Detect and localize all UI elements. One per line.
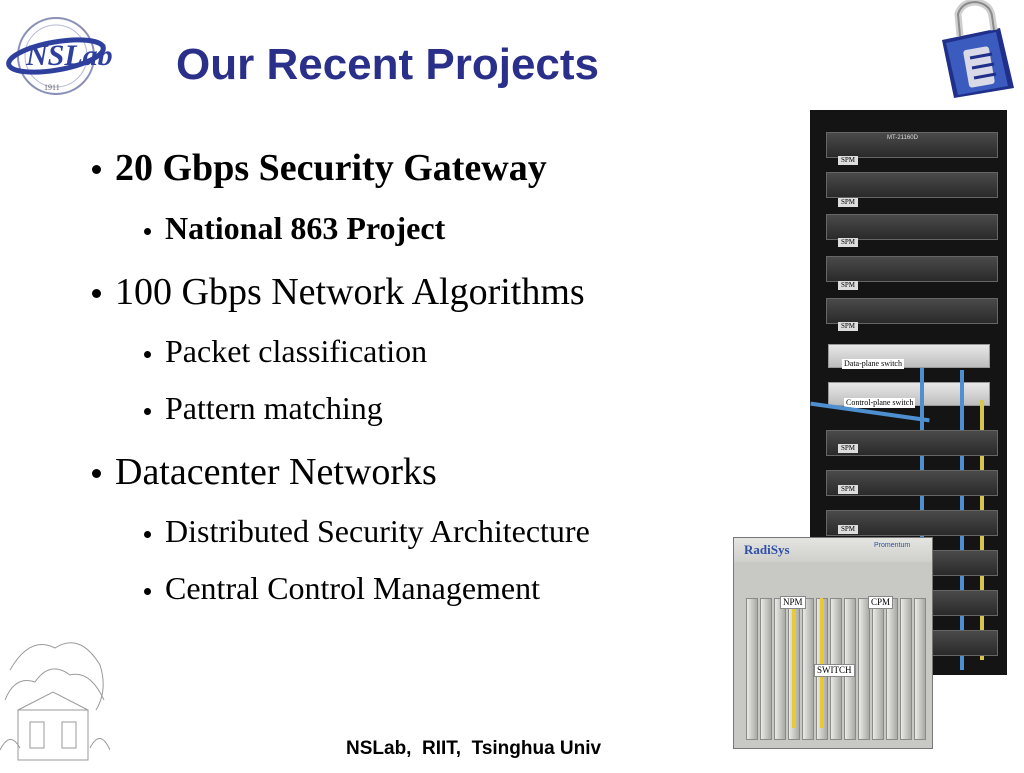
bullet-text: 100 Gbps Network Algorithms — [115, 271, 585, 313]
rack-model-label: MT-21160D — [887, 135, 918, 141]
chassis-slot — [886, 598, 898, 740]
bullet-text: 20 Gbps Security Gateway — [115, 147, 547, 189]
rack-device: MT-21160D — [826, 132, 998, 158]
slide-footer: NSLab, RIIT, Tsinghua Univ — [346, 738, 602, 759]
rack-device — [826, 298, 998, 324]
spm-label: SPM — [838, 238, 858, 247]
logo-year: 1911 — [44, 83, 60, 92]
bullet-dot — [144, 228, 151, 235]
subbullet-packet-classification: Packet classification — [144, 333, 427, 370]
bullet-text: National 863 Project — [165, 210, 446, 246]
promentum-brand: Promentum — [874, 542, 911, 549]
data-plane-label: Data-plane switch — [842, 359, 904, 369]
chassis-slot — [760, 598, 772, 740]
spm-label: SPM — [838, 322, 858, 331]
rack-device — [826, 510, 998, 536]
chassis-slot — [872, 598, 884, 740]
bullet-text: Pattern matching — [165, 390, 383, 426]
nslab-logo: NSLab 1911 — [4, 10, 114, 98]
spm-label: SPM — [838, 156, 858, 165]
bullet-datacenter-networks: Datacenter Networks — [92, 450, 437, 494]
chassis-slot — [858, 598, 870, 740]
radisys-brand: RadiSys — [744, 542, 790, 557]
padlock-icon — [932, 0, 1022, 100]
bullet-text: Distributed Security Architecture — [165, 513, 590, 549]
spm-label: SPM — [838, 444, 858, 453]
spm-label: SPM — [838, 198, 858, 207]
chassis-slot — [746, 598, 758, 740]
chassis-slot — [914, 598, 926, 740]
bullet-dot — [92, 469, 101, 478]
switch-label: SWITCH — [814, 664, 855, 677]
bullet-network-algorithms: 100 Gbps Network Algorithms — [92, 270, 585, 314]
chassis-slot — [802, 598, 814, 740]
network-cable — [820, 598, 823, 728]
spm-label: SPM — [838, 485, 858, 494]
spm-label: SPM — [838, 281, 858, 290]
bullet-text: Packet classification — [165, 333, 428, 369]
bullet-dot — [92, 289, 101, 298]
bullet-dot — [92, 165, 101, 174]
subbullet-pattern-matching: Pattern matching — [144, 390, 383, 427]
cpm-label: CPM — [868, 596, 894, 609]
subbullet-distributed-security: Distributed Security Architecture — [144, 513, 590, 550]
subbullet-central-control: Central Control Management — [144, 570, 540, 607]
chassis-slot — [774, 598, 786, 740]
bullet-text: Datacenter Networks — [115, 451, 437, 493]
chassis-slot — [900, 598, 912, 740]
atca-chassis-photo: RadiSys Promentum NPM CPM SWITCH — [733, 537, 933, 749]
rack-device — [826, 256, 998, 282]
bullet-text: Central Control Management — [165, 570, 541, 606]
bullet-dot — [144, 351, 151, 358]
slide-title: Our Recent Projects — [176, 40, 600, 89]
network-cable — [792, 608, 795, 728]
rack-device — [826, 214, 998, 240]
rack-device — [826, 172, 998, 198]
bullet-security-gateway: 20 Gbps Security Gateway — [92, 146, 547, 190]
control-plane-label: Control-plane switch — [844, 398, 916, 408]
spm-label: SPM — [838, 525, 858, 534]
logo-text: NSLab — [25, 39, 113, 72]
university-building-sketch — [0, 630, 111, 768]
bullet-dot — [144, 408, 151, 415]
bullet-dot — [144, 531, 151, 538]
npm-label: NPM — [780, 596, 806, 609]
bullet-dot — [144, 588, 151, 595]
subbullet-863-project: National 863 Project — [144, 210, 445, 247]
chassis-top-panel — [734, 538, 932, 562]
